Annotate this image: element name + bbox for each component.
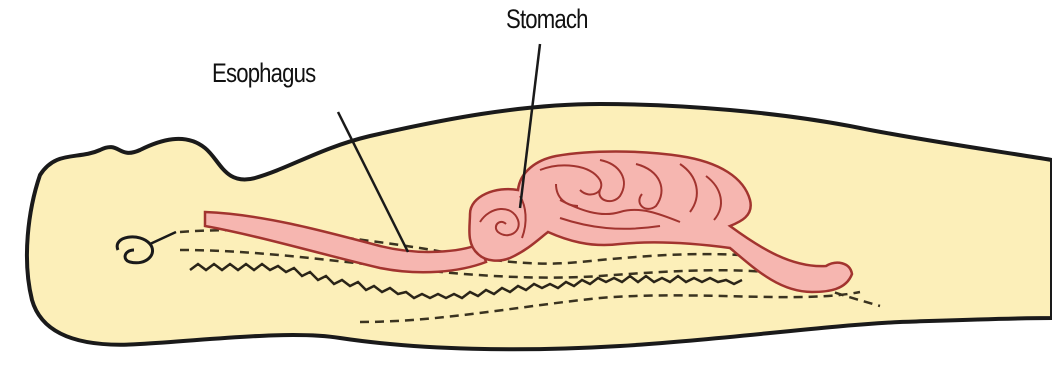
stomach-label: Stomach xyxy=(506,4,588,35)
esophagus-label: Esophagus xyxy=(212,58,315,89)
